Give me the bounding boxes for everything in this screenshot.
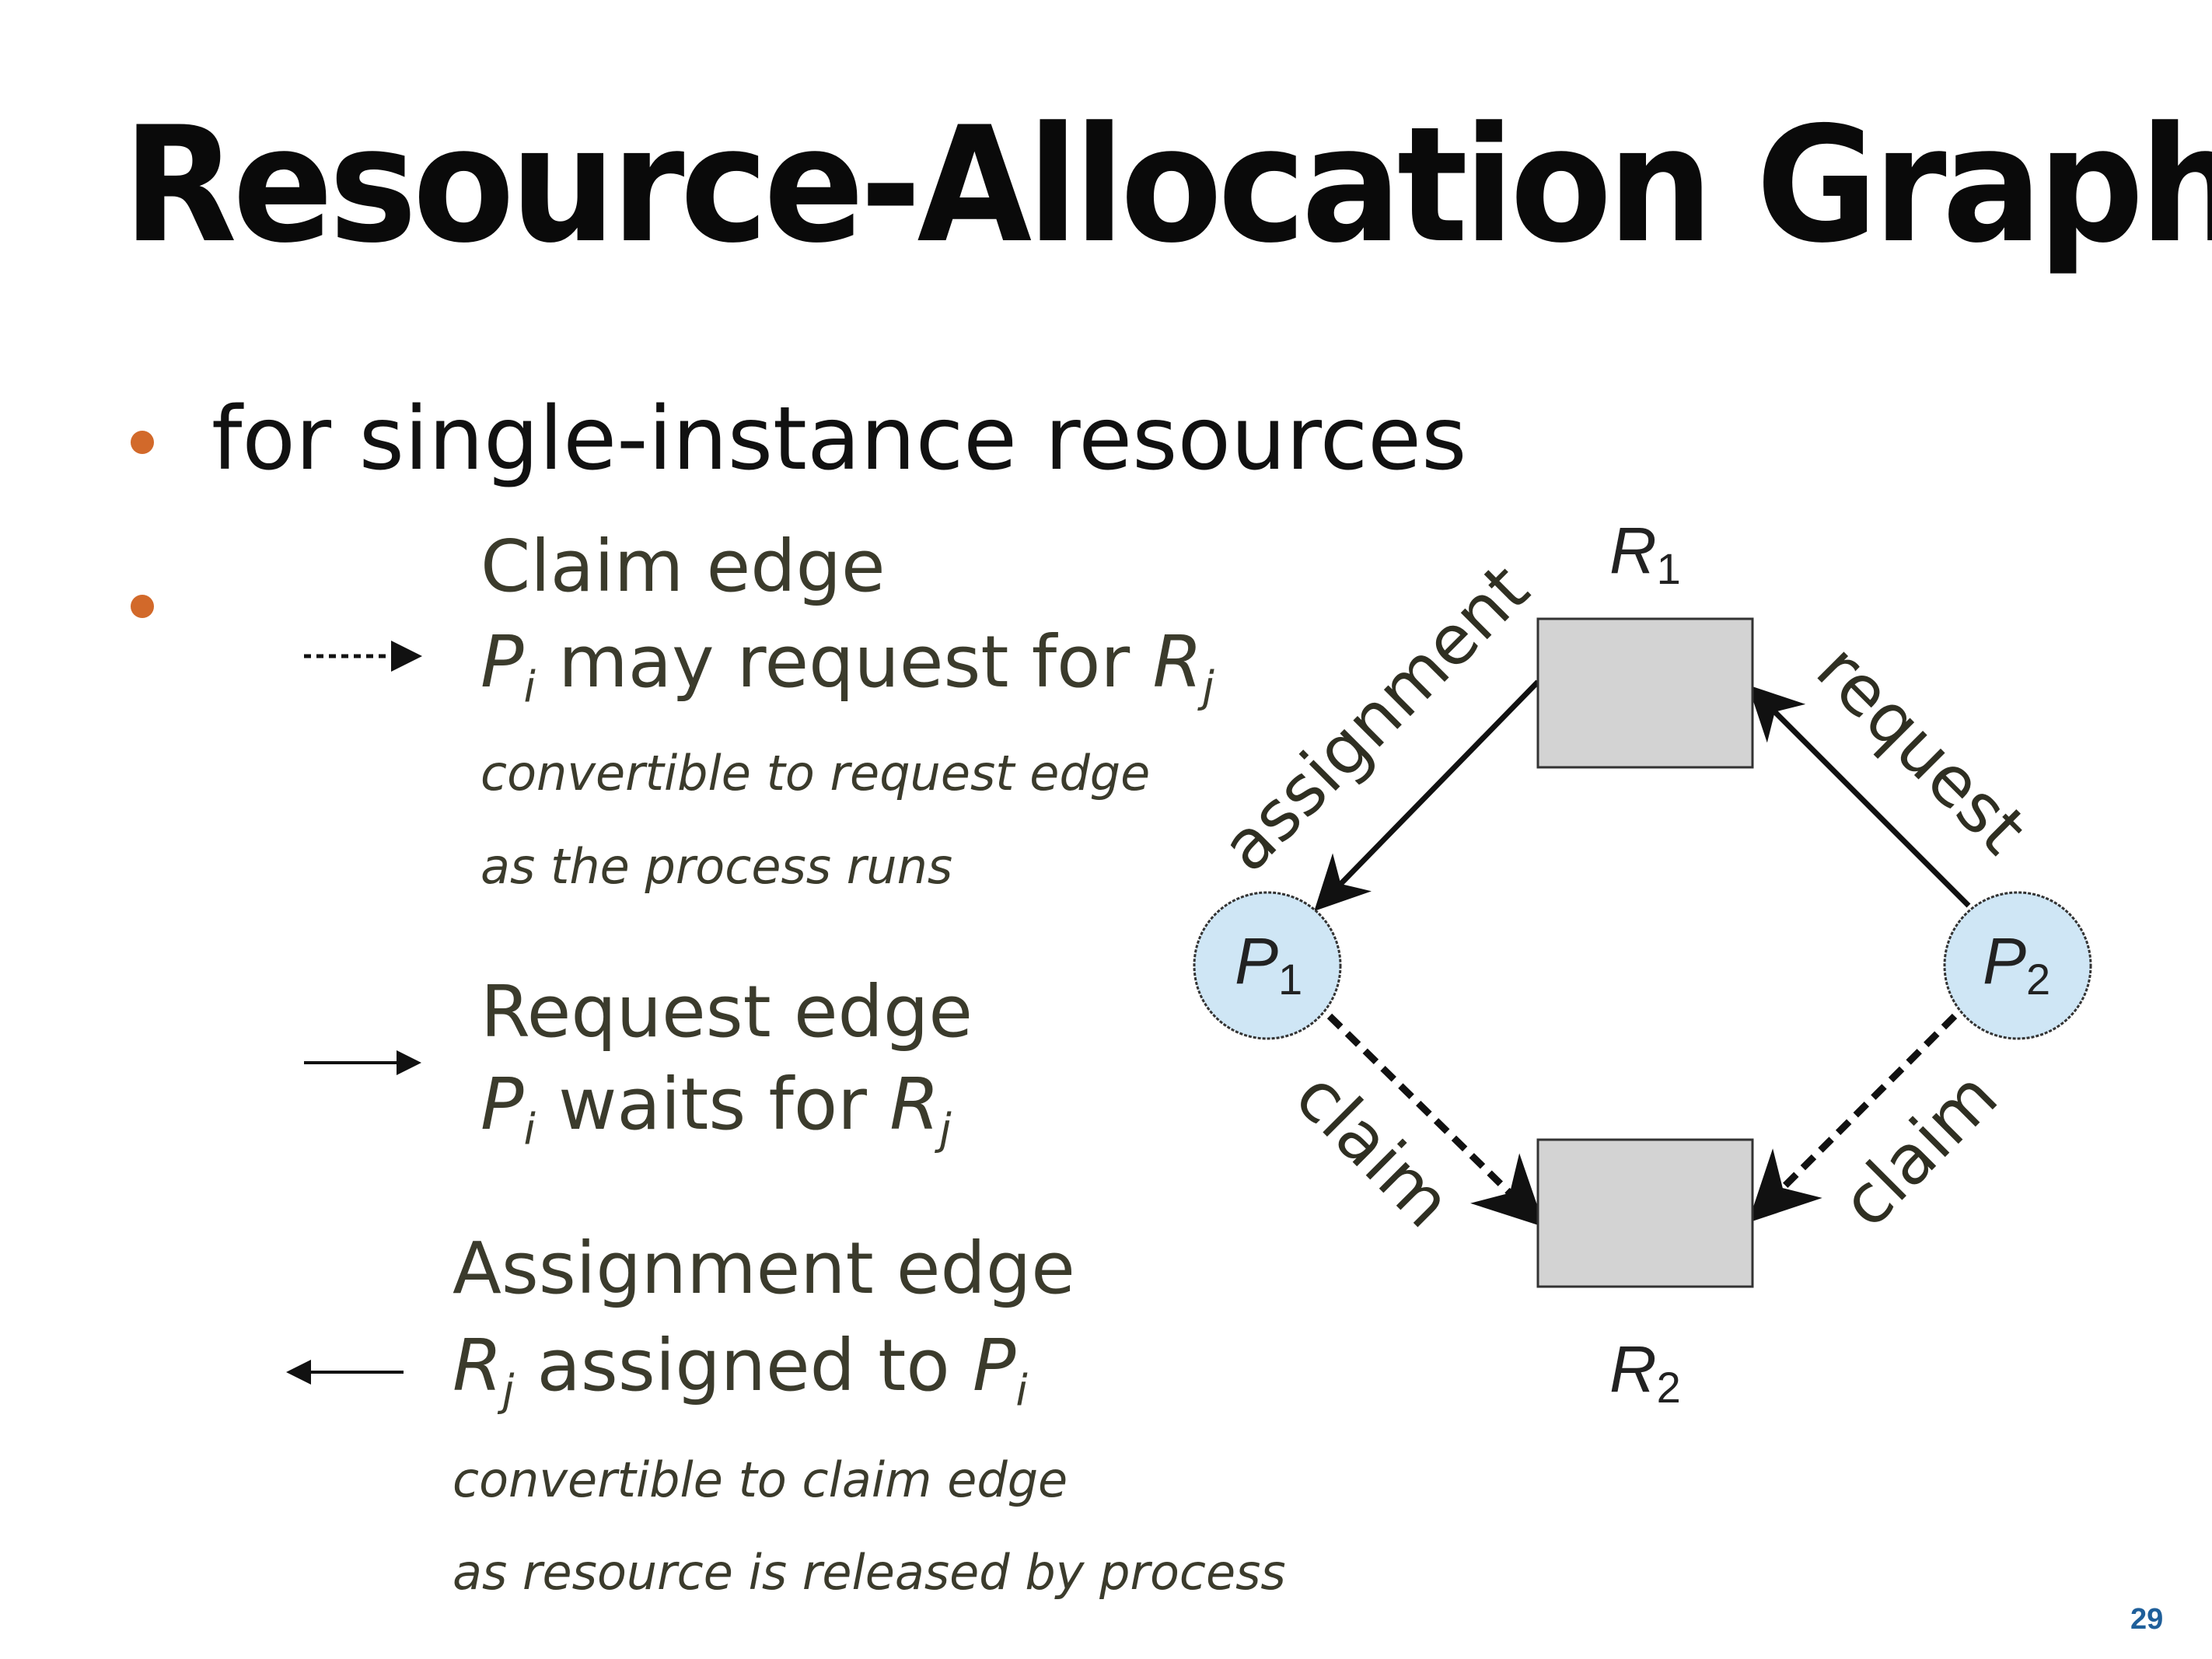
request-edge-desc: Pi waits for Rj <box>480 1063 952 1154</box>
assignment-edge <box>1314 679 1540 912</box>
resource-r2 <box>1536 1138 1754 1288</box>
r2-label: R2 <box>1609 1332 1681 1412</box>
subscript: j <box>1202 662 1214 713</box>
text: waits for <box>535 1063 890 1146</box>
assignment-edge-label: assignment <box>1206 549 1544 887</box>
p1-label: P1 <box>1235 924 1302 1004</box>
resource-r1 <box>1536 617 1754 769</box>
process-p1 <box>1193 891 1342 1040</box>
claim-edge-p2 <box>1748 1013 1958 1223</box>
claim-edge-label-left: claim <box>1280 1056 1466 1242</box>
request-edge-heading: Request edge <box>480 970 973 1053</box>
request-edge <box>1748 685 1971 908</box>
symbol: R <box>1152 620 1203 704</box>
bullet-dot <box>131 595 154 618</box>
text: assigned to <box>514 1324 973 1407</box>
claim-note-2: as the process runs <box>480 838 953 895</box>
claim-edge-desc: Pi may request for Rj <box>480 620 1214 712</box>
symbol: P <box>972 1324 1016 1407</box>
process-p2 <box>1943 891 2092 1040</box>
r1-label: R1 <box>1609 514 1681 593</box>
subscript: i <box>523 1105 536 1155</box>
claim-note-1: convertible to request edge <box>480 745 1151 802</box>
text: may request for <box>535 620 1153 704</box>
assignment-edge-desc: Rj assigned to Pi <box>453 1324 1028 1416</box>
bullet-text: for single-instance resources <box>211 389 1467 490</box>
request-edge-label: request <box>1801 629 2042 869</box>
bullet-dot <box>131 431 154 454</box>
symbol: P <box>480 620 524 704</box>
subscript: i <box>1015 1366 1028 1416</box>
claim-edge-heading: Claim edge <box>480 525 886 608</box>
subscript: i <box>523 662 536 713</box>
page-number: 29 <box>2130 1603 2164 1636</box>
symbol: R <box>889 1063 940 1146</box>
p2-label: P2 <box>1983 924 2050 1004</box>
symbol: R <box>453 1324 502 1407</box>
assignment-note-2: as resource is released by process <box>453 1544 1286 1601</box>
slide-title: Resource-Allocation Graph <box>123 93 2212 278</box>
assignment-note-1: convertible to claim edge <box>453 1451 1068 1508</box>
claim-edge-label-right: claim <box>1826 1056 2012 1242</box>
symbol: P <box>480 1063 524 1146</box>
subscript: j <box>939 1105 952 1155</box>
subscript: j <box>501 1366 515 1416</box>
assignment-edge-heading: Assignment edge <box>453 1227 1075 1310</box>
